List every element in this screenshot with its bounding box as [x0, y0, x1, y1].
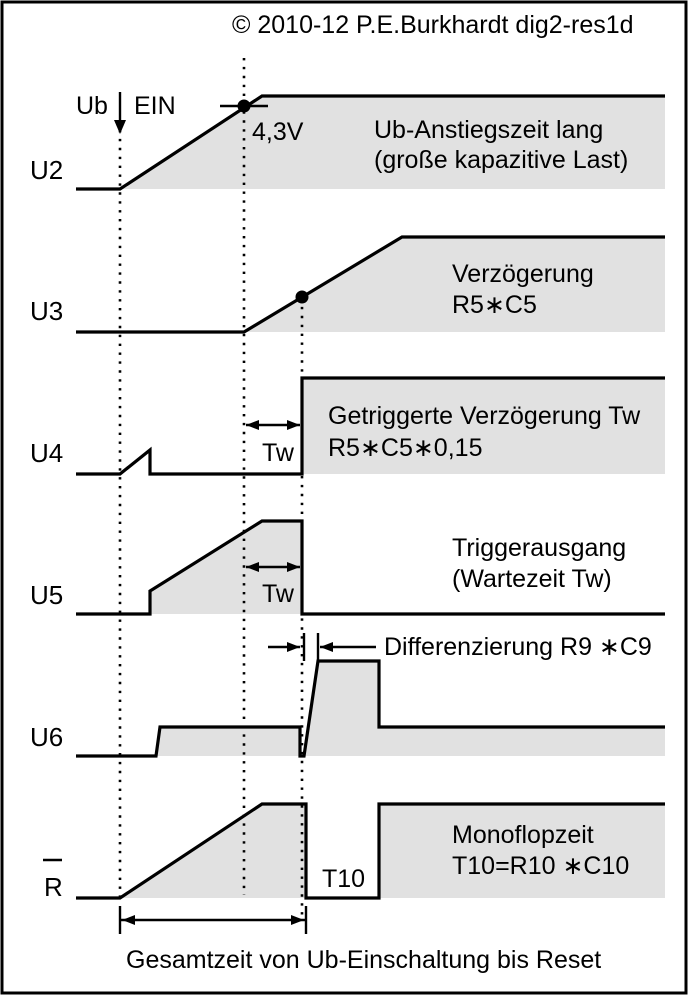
r-area-2: [379, 804, 665, 898]
u4-description-line2: R5∗C5∗0,15: [328, 434, 482, 462]
r-description-line2: T10=R10 ∗C10: [452, 852, 629, 880]
u4-area: [302, 378, 665, 474]
signal-name-r: R: [44, 872, 63, 902]
ub-label: Ub: [76, 92, 108, 120]
u5-tw-arrow-right: [287, 562, 300, 572]
threshold-label: 4,3V: [252, 118, 304, 146]
footer-caption: Gesamtzeit von Ub-Einschaltung bis Reset: [126, 946, 601, 974]
u4-tw-arrow-right: [287, 420, 300, 430]
u3-description-line1: Verzögerung: [452, 260, 594, 288]
t10-label: T10: [322, 865, 365, 893]
u2-area: [120, 96, 665, 189]
ein-label: EIN: [134, 92, 176, 120]
waveforms: [76, 94, 665, 900]
total-time-arrow-left: [122, 915, 135, 925]
diff-arrow-right: [320, 642, 333, 652]
u3-description-line2: R5∗C5: [452, 291, 537, 319]
u4-description-line1: Getriggerte Verzögerung Tw: [328, 402, 641, 430]
u4-tw-label: Tw: [262, 439, 295, 467]
u5-tw-label: Tw: [262, 580, 295, 608]
u2-description-line2: (große kapazitive Last): [374, 146, 628, 174]
u6-area: [156, 727, 300, 756]
marker-labels: Ub EIN 4,3V Tw Tw T10: [76, 92, 365, 893]
u5-description-line2: (Wartezeit Tw): [452, 565, 612, 593]
r-area-1: [120, 804, 306, 898]
u5-tw-arrow-left: [246, 562, 259, 572]
signal-name-u5: U5: [30, 580, 63, 610]
u4-waveform: [76, 376, 665, 476]
signal-name-u6: U6: [30, 722, 63, 752]
signal-name-u3: U3: [30, 296, 63, 326]
u2-waveform: [76, 94, 665, 191]
ub-on-arrowhead: [114, 120, 126, 134]
signal-name-u2: U2: [30, 155, 63, 185]
u6-pulse-area: [304, 661, 665, 756]
shaded-areas: [120, 96, 665, 898]
signal-names: U2 U3 U4 U5 U6 R: [30, 155, 63, 902]
copyright-text: © 2010-12 P.E.Burkhardt dig2-res1d: [232, 11, 634, 39]
signal-name-u4: U4: [30, 438, 63, 468]
time-markers: [118, 58, 304, 918]
r-description-line1: Monoflopzeit: [452, 821, 594, 849]
diff-arrow-left: [287, 642, 300, 652]
u5-waveform: [76, 519, 665, 616]
u5-description-line1: Triggerausgang: [452, 534, 626, 562]
u3-trigger-dot: [295, 290, 309, 304]
u2-description-line1: Ub-Anstiegszeit lang: [374, 116, 603, 144]
u5-area: [150, 521, 302, 614]
u4-tw-arrow-left: [246, 420, 259, 430]
u6-waveform: [76, 659, 665, 758]
total-time-arrow-right: [291, 915, 304, 925]
u3-waveform: [76, 235, 665, 334]
signal-descriptions: Ub-Anstiegszeit lang (große kapazitive L…: [328, 116, 652, 880]
u3-area: [244, 237, 665, 332]
u6-description: Differenzierung R9 ∗C9: [384, 633, 652, 661]
threshold-dot: [237, 99, 251, 113]
annotations: [114, 92, 376, 934]
r-waveform: [76, 802, 665, 900]
